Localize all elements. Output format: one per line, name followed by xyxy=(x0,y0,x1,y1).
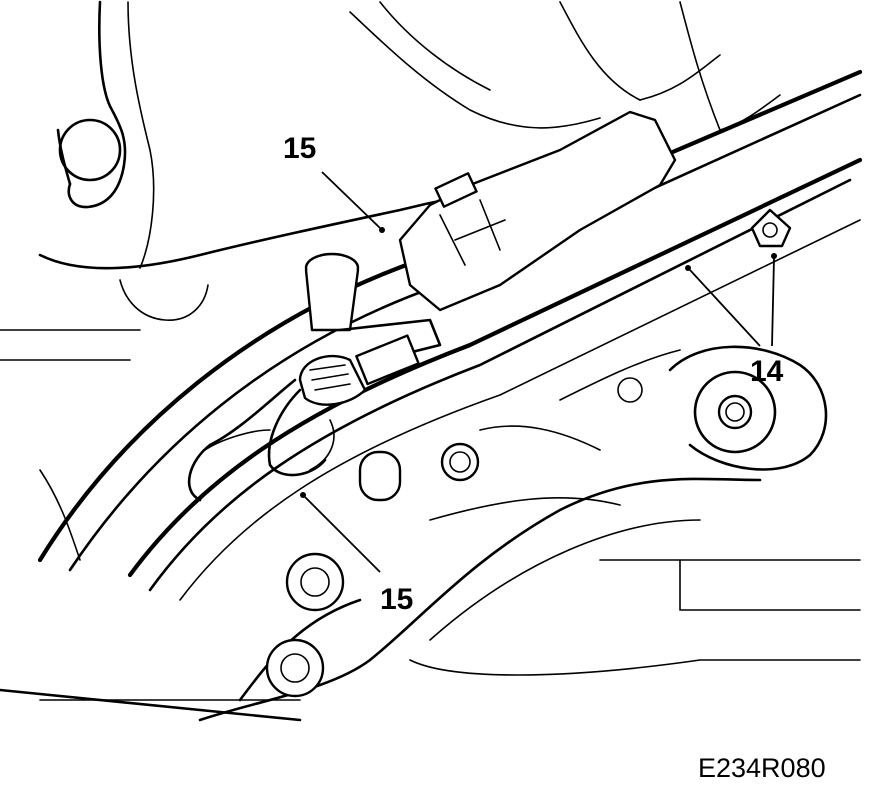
bolt-3 xyxy=(265,638,325,698)
callout-leaders xyxy=(300,171,777,573)
callout-15-upper: 15 xyxy=(283,132,316,165)
connector-wiring xyxy=(187,252,442,502)
main-rail xyxy=(37,69,863,601)
fasteners xyxy=(265,208,792,698)
callout-15-lower: 15 xyxy=(380,583,413,616)
mounting-arm xyxy=(0,329,861,722)
nut-14 xyxy=(750,208,792,248)
bolt-2 xyxy=(285,552,345,612)
callout-14: 14 xyxy=(750,355,784,388)
figure-code: E234R080 xyxy=(698,753,826,783)
sensor-body xyxy=(398,110,677,312)
bolt-1 xyxy=(440,442,480,482)
